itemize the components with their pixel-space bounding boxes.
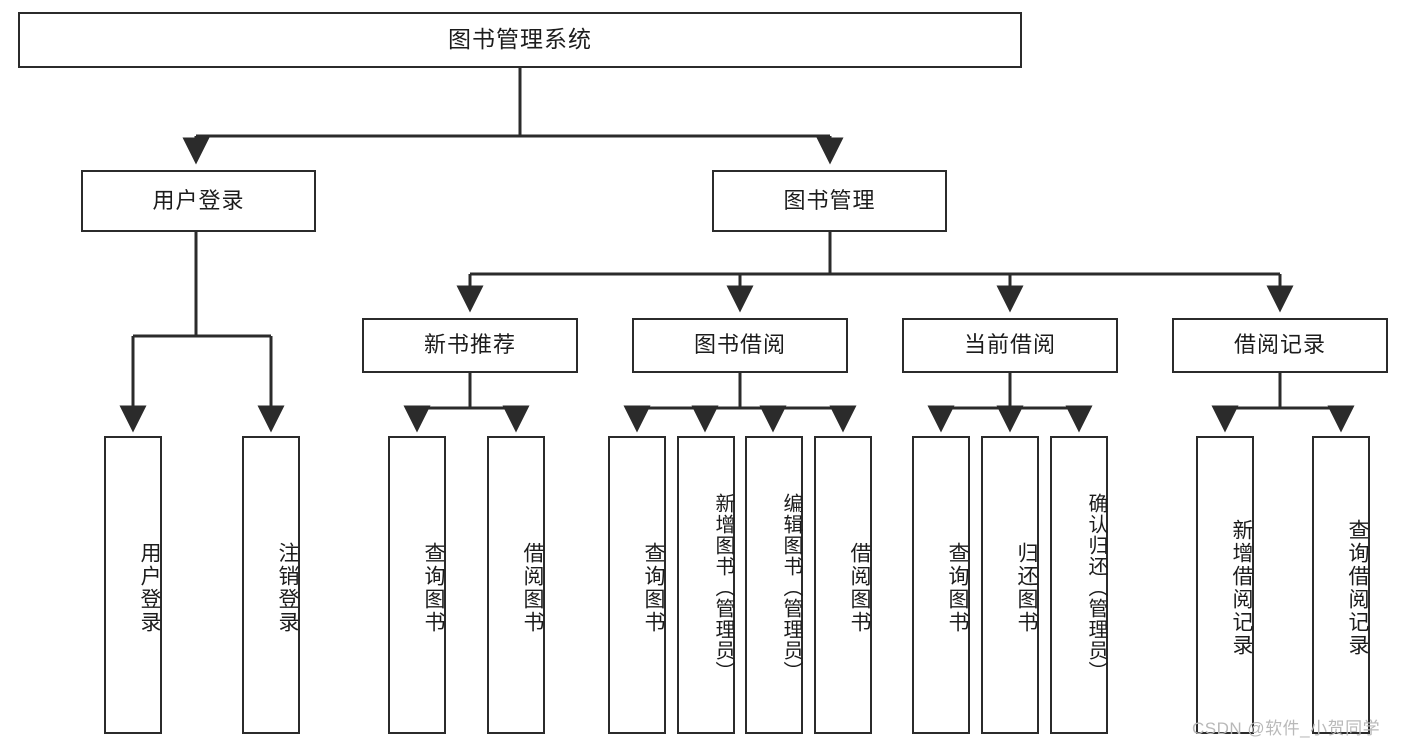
node-label: 图书借阅 xyxy=(693,332,786,358)
csdn-watermark: CSDN @软件_小贺同学 xyxy=(1192,719,1381,738)
node-label: 归还图书 xyxy=(1015,542,1038,634)
node-label: 图书管理系统 xyxy=(448,26,592,53)
leaf-return-book[interactable]: 归还图书 xyxy=(981,436,1039,734)
node-label: 借阅图书 xyxy=(848,542,871,634)
leaf-logout-login[interactable]: 注销登录 xyxy=(242,436,300,734)
leaf-query-book-current[interactable]: 查询图书 xyxy=(912,436,970,734)
leaf-borrow-book-borrow[interactable]: 借阅图书 xyxy=(814,436,872,734)
node-book-borrow[interactable]: 图书借阅 xyxy=(632,318,848,373)
node-book-manage[interactable]: 图书管理 xyxy=(712,170,947,232)
node-label: 查询图书 xyxy=(422,542,445,634)
node-current-borrow[interactable]: 当前借阅 xyxy=(902,318,1118,373)
node-label: 用户登录 xyxy=(152,187,245,213)
node-root-book-management-system[interactable]: 图书管理系统 xyxy=(18,12,1022,68)
node-label: 当前借阅 xyxy=(963,332,1056,358)
leaf-confirm-return-admin[interactable]: 确认归还（管理员） xyxy=(1050,436,1108,734)
leaf-add-borrow-record[interactable]: 新增借阅记录 xyxy=(1196,436,1254,734)
node-label: 查询图书 xyxy=(642,542,665,634)
leaf-add-book-admin[interactable]: 新增图书（管理员） xyxy=(677,436,735,734)
node-label: 图书管理 xyxy=(783,187,876,213)
leaf-borrow-book-recommend[interactable]: 借阅图书 xyxy=(487,436,545,734)
leaf-query-book-recommend[interactable]: 查询图书 xyxy=(388,436,446,734)
node-label: 查询图书 xyxy=(946,542,969,634)
node-label: 新增借阅记录 xyxy=(1230,519,1253,657)
node-label: 注销登录 xyxy=(276,542,299,634)
node-label: 查询借阅记录 xyxy=(1346,519,1369,657)
node-label: 新增图书（管理员） xyxy=(712,492,734,682)
node-new-book-recommend[interactable]: 新书推荐 xyxy=(362,318,578,373)
leaf-user-login[interactable]: 用户登录 xyxy=(104,436,162,734)
node-label: 用户登录 xyxy=(138,542,161,634)
leaf-edit-book-admin[interactable]: 编辑图书（管理员） xyxy=(745,436,803,734)
leaf-query-book-borrow[interactable]: 查询图书 xyxy=(608,436,666,734)
node-user-login[interactable]: 用户登录 xyxy=(81,170,316,232)
node-label: 借阅记录 xyxy=(1233,332,1326,358)
node-label: 新书推荐 xyxy=(423,332,516,358)
node-label: 编辑图书（管理员） xyxy=(780,492,802,682)
node-label: 确认归还（管理员） xyxy=(1085,492,1107,682)
node-label: 借阅图书 xyxy=(521,542,544,634)
leaf-query-borrow-record[interactable]: 查询借阅记录 xyxy=(1312,436,1370,734)
node-borrow-record[interactable]: 借阅记录 xyxy=(1172,318,1388,373)
